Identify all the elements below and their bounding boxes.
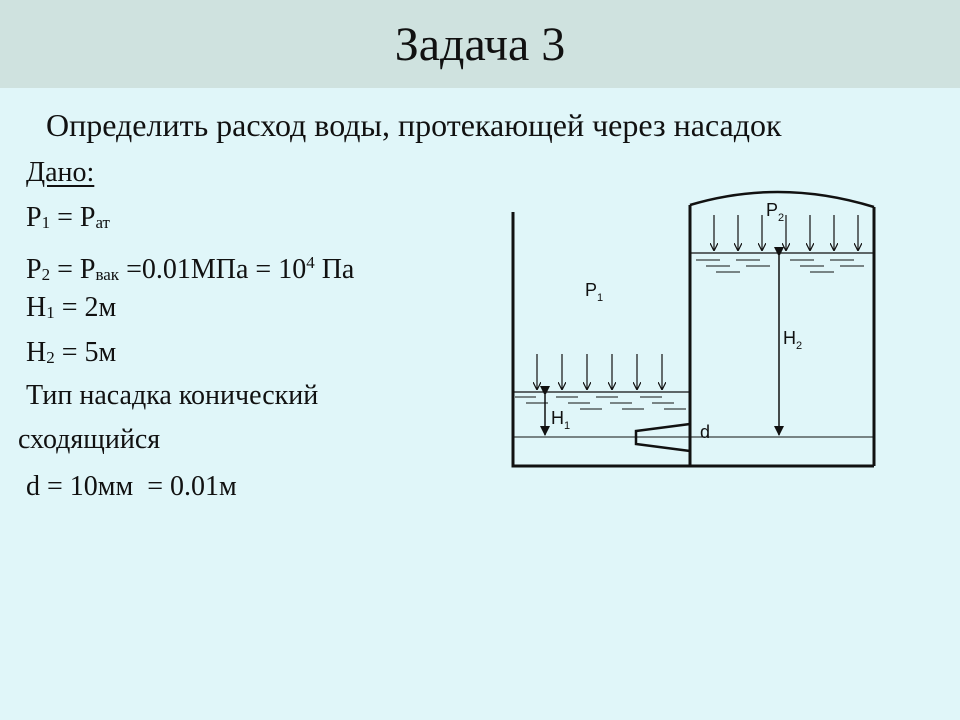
left-tank <box>511 212 690 468</box>
given-h2: H2 = 5м <box>26 337 117 368</box>
label-p2: P2 <box>766 200 784 224</box>
label-h1: H1 <box>551 408 570 432</box>
given-p2: P2 = Pвак =0.01МПа = 104 Па <box>26 253 355 285</box>
conical-nozzle <box>634 422 691 453</box>
given-diameter: d = 10мм = 0.01м <box>26 471 237 502</box>
title-bar <box>0 0 960 88</box>
label-h2: H2 <box>783 328 802 352</box>
slide-title: Задача 3 <box>394 18 566 71</box>
right-tank <box>688 190 876 468</box>
given-nozzle-type-cont: сходящийся <box>18 424 161 455</box>
task-statement: Определить расход воды, протекающей чере… <box>46 107 782 143</box>
right-pressure-arrows <box>714 215 858 250</box>
label-p1: P1 <box>585 280 603 304</box>
given-h1: H1 = 2м <box>26 292 117 323</box>
left-water-surface <box>513 391 690 410</box>
left-pressure-arrows <box>537 354 662 389</box>
given-nozzle-type: Тип насадка конический <box>26 380 319 411</box>
given-p1: P1 = Pат <box>26 202 110 233</box>
given-label: Дано: <box>26 157 95 188</box>
label-d: d <box>700 422 710 442</box>
right-water-surface <box>690 252 874 273</box>
